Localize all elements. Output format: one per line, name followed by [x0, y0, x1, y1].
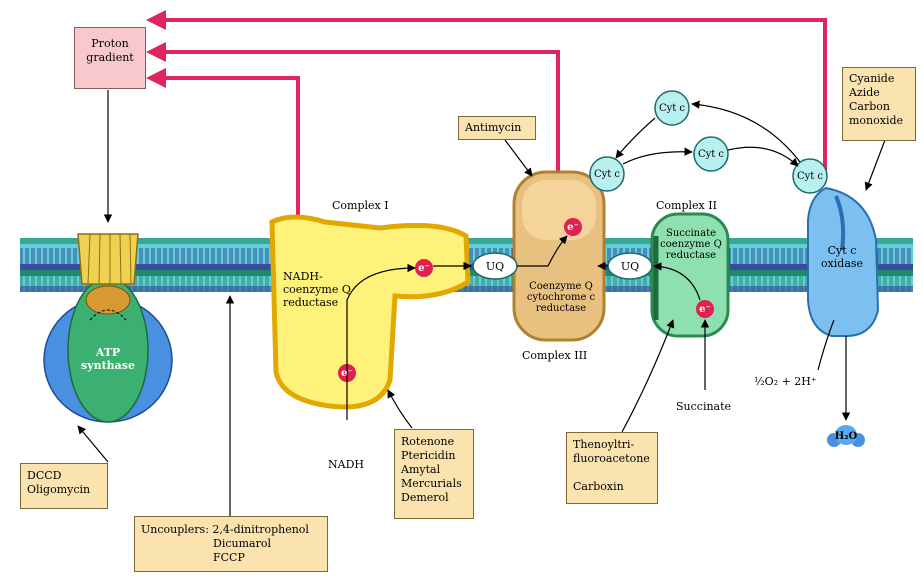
- cyt-c-label-mid: Cyt c: [697, 149, 725, 160]
- complex-ii-line2: coenzyme Q: [660, 239, 722, 250]
- cyt-c-label-top: Cyt c: [658, 103, 686, 114]
- complex-i-line1: NADH-: [283, 270, 323, 283]
- rotenone-line4: Mercurials: [401, 477, 462, 490]
- cyanide-line1: Cyanide: [849, 72, 895, 85]
- proton-gradient-line2: gradient: [86, 51, 134, 64]
- atp-synthase-line1: ATP: [95, 346, 121, 359]
- electron-label-3: e⁻: [567, 222, 579, 233]
- complex-i-title: Complex I: [332, 199, 389, 212]
- cyt-c-label-right: Cyt c: [796, 171, 824, 182]
- complex-i: [269, 214, 471, 410]
- water-label: H₂O: [834, 431, 858, 442]
- complex-ii-title: Complex II: [656, 199, 717, 212]
- atp-synthase: [43, 233, 173, 423]
- proton-pump-arrows: [146, 10, 827, 218]
- complex-i-line3: reductase: [283, 296, 339, 309]
- cyt-c-label-left: Cyt c: [593, 169, 621, 180]
- uncouplers-line2: Dicumarol: [213, 537, 271, 550]
- dccd-oligomycin-box: DCCD Oligomycin: [20, 463, 108, 509]
- oxidase-line2: oxidase: [820, 257, 864, 270]
- complex-iii-title: Complex III: [522, 349, 588, 362]
- succinate-label: Succinate: [676, 400, 732, 413]
- antimycin-line1: Antimycin: [465, 121, 522, 134]
- rotenone-line1: Rotenone: [401, 435, 455, 448]
- complex-ii-line1: Succinate: [665, 228, 717, 239]
- complex-iii-line2: cytochrome c: [526, 292, 596, 303]
- water-molecule: [827, 425, 865, 447]
- cyt-c-shapes: [589, 90, 828, 194]
- nadh-label: NADH: [328, 458, 364, 471]
- rotenone-box: Rotenone Ptericidin Amytal Mercurials De…: [394, 429, 474, 519]
- cyanide-line3: Carbon: [849, 100, 890, 113]
- antimycin-box: Antimycin: [458, 116, 536, 140]
- cyanide-box: Cyanide Azide Carbon monoxide: [842, 67, 916, 141]
- complex-i-name: NADH- coenzyme Q reductase: [283, 270, 351, 309]
- complex-iii-name: Coenzyme Q cytochrome c reductase: [520, 281, 602, 314]
- thenoyl-line1: Thenoyltri-: [573, 438, 635, 451]
- oxidase-line1: Cyt c: [827, 244, 857, 257]
- complex-iii-line1: Coenzyme Q: [529, 281, 593, 292]
- electron-label-4: e⁻: [699, 304, 711, 315]
- complex-iii: [512, 170, 606, 342]
- rotenone-line2: Ptericidin: [401, 449, 456, 462]
- membrane-inner-band: [20, 286, 913, 292]
- electron-label-2: e⁻: [341, 368, 353, 379]
- electron-label-1: e⁻: [418, 263, 430, 274]
- flow-arrows: [77, 90, 886, 516]
- dccd-line2: Oligomycin: [27, 483, 91, 496]
- thenoyl-line3: [573, 466, 651, 480]
- complex-ii-name: Succinate coenzyme Q reductase: [654, 228, 728, 261]
- uq-label-right: UQ: [620, 260, 640, 273]
- cyanide-line2: Azide: [849, 86, 880, 99]
- uncouplers-box: Uncouplers: 2,4-dinitrophenol Dicumarol …: [134, 516, 328, 572]
- proton-gradient-box: Proton gradient: [74, 27, 146, 89]
- oxidase-label: Cyt c oxidase: [812, 244, 872, 270]
- uncouplers-line3: FCCP: [213, 551, 245, 564]
- complex-iii-line3: reductase: [535, 303, 587, 314]
- oxygen-reaction-label: ½O₂ + 2H⁺: [754, 375, 817, 388]
- cyanide-line4: monoxide: [849, 114, 904, 127]
- proton-gradient-line1: Proton: [91, 37, 129, 50]
- atp-synthase-line2: synthase: [81, 359, 135, 372]
- uq-label-left: UQ: [485, 260, 505, 273]
- complex-ii-line3: reductase: [665, 250, 717, 261]
- thenoyl-line2: fluoroacetone: [573, 452, 650, 465]
- thenoyl-line4: Carboxin: [573, 480, 624, 493]
- uq-shapes: [472, 252, 653, 280]
- thenoyl-box: Thenoyltri- fluoroacetone Carboxin: [566, 432, 658, 504]
- dccd-line1: DCCD: [27, 469, 62, 482]
- rotenone-line5: Demerol: [401, 491, 449, 504]
- complex-i-line2: coenzyme Q: [283, 283, 351, 296]
- atp-synthase-label: ATP synthase: [78, 346, 138, 372]
- rotenone-line3: Amytal: [401, 463, 441, 476]
- uncouplers-line1: Uncouplers: 2,4-dinitrophenol: [141, 523, 309, 536]
